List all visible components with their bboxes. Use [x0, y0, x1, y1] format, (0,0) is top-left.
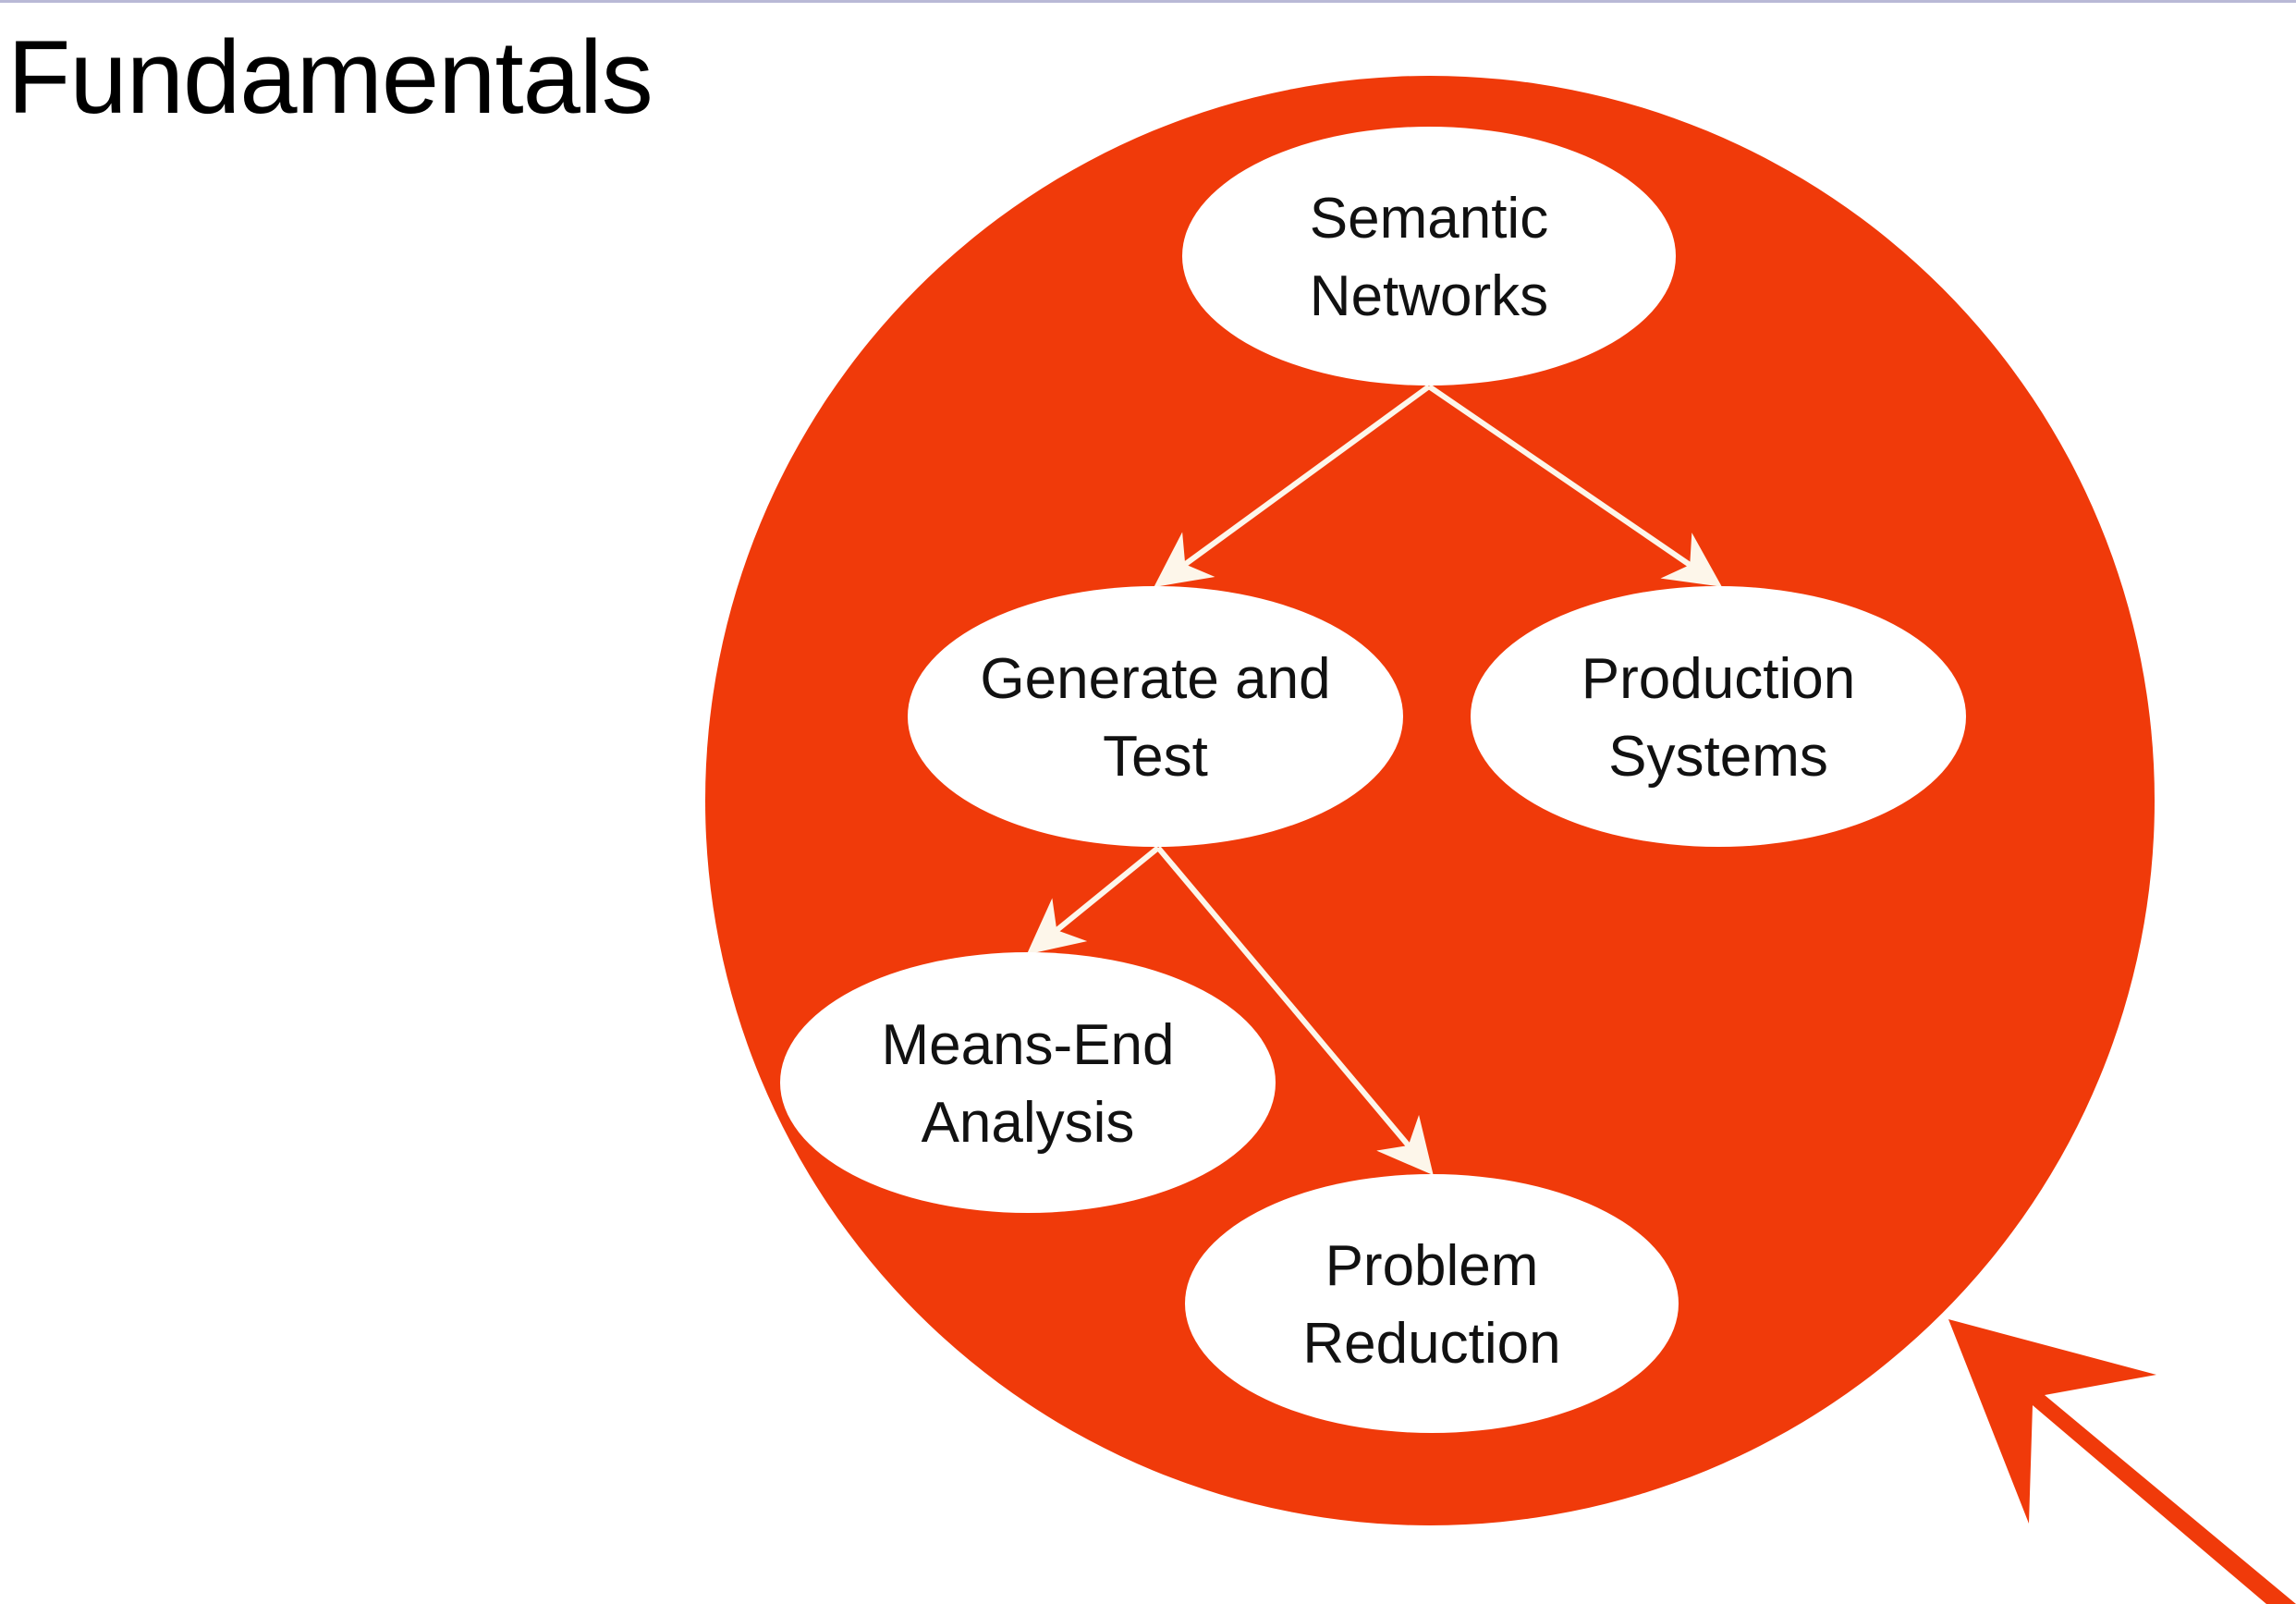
edges-layer: [1026, 384, 1722, 1176]
node-ellipse: [780, 952, 1276, 1213]
node-label-line: Means-End: [881, 1013, 1174, 1077]
arrow-semantic-networks-to-production-systems: [1427, 384, 1722, 587]
node-label-line: Networks: [1310, 264, 1548, 328]
slide-title: Fundamentals: [7, 19, 653, 135]
node-ellipse: [1185, 1174, 1679, 1433]
arrow-generate-and-test-to-problem-reduction: [1155, 846, 1434, 1176]
top-border: [0, 0, 2296, 3]
node-label-line: Production: [1582, 647, 1855, 711]
node-label-line: Problem: [1325, 1234, 1539, 1298]
pointer-arrow-icon: [1948, 1319, 2296, 1604]
node-ellipse: [1182, 127, 1676, 386]
node-label-line: Analysis: [922, 1091, 1135, 1155]
node-label-line: Systems: [1608, 725, 1828, 789]
arrow-semantic-networks-to-generate-and-test: [1154, 384, 1431, 588]
node-label-line: Generate and: [980, 647, 1330, 711]
node-label-line: Semantic: [1310, 187, 1548, 251]
node-ellipse: [908, 586, 1403, 847]
arrow-generate-and-test-to-means-end-analysis: [1026, 845, 1160, 955]
node-label-line: Test: [1103, 725, 1208, 789]
node-label-line: Reduction: [1302, 1312, 1560, 1376]
node-ellipse: [1471, 586, 1966, 847]
